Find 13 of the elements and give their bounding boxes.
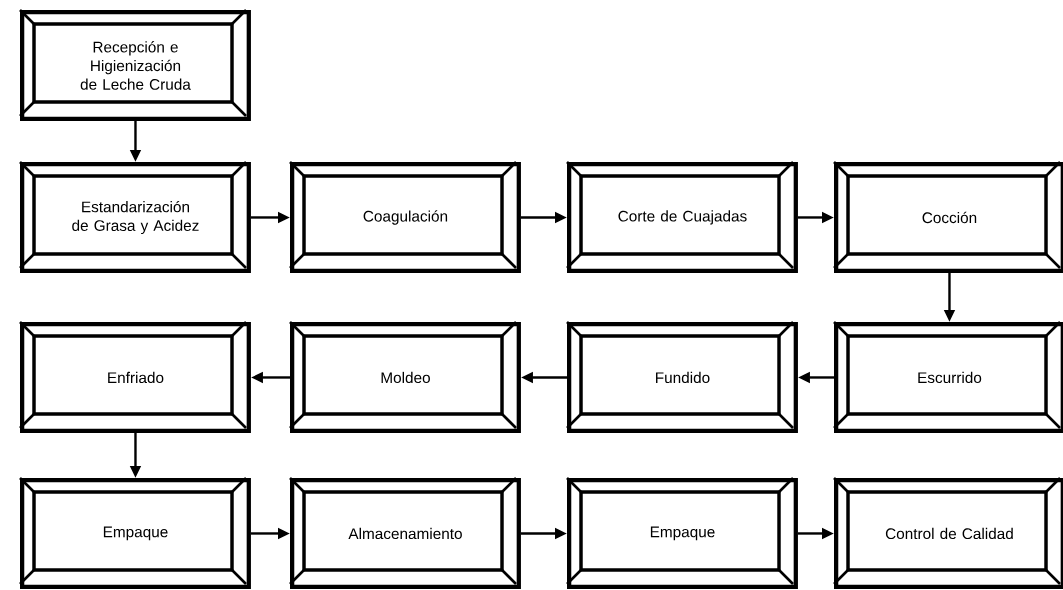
process-box: Empaque [18, 476, 251, 589]
process-box: Enfriado [18, 320, 251, 433]
process-box: Fundido [565, 320, 798, 433]
process-box: Estandarización de Grasa y Acidez [18, 160, 251, 273]
process-box: Control de Calidad [832, 476, 1063, 589]
process-box: Corte de Cuajadas [565, 160, 798, 273]
process-box: Empaque [565, 476, 798, 589]
process-box: Coagulación [288, 160, 521, 273]
process-box: Escurrido [832, 320, 1063, 433]
process-box: Almacenamiento [288, 476, 521, 589]
process-box: Cocción [832, 160, 1063, 273]
process-box: Recepción e Higienización de Leche Cruda [18, 8, 251, 121]
process-box: Moldeo [288, 320, 521, 433]
